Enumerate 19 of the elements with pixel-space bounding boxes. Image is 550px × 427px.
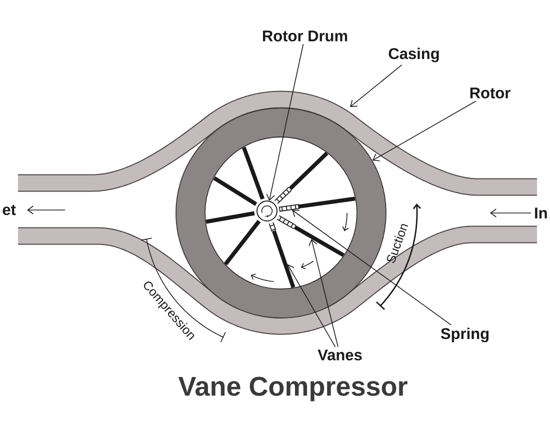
flow-label: In <box>535 208 547 218</box>
flow-label: et <box>2 204 16 216</box>
part-label: Rotor Drum <box>262 30 348 42</box>
rotor-hub <box>256 200 278 222</box>
leader-line <box>308 238 338 348</box>
leader-line <box>372 100 476 162</box>
part-label: Rotor <box>470 88 510 98</box>
zone-label: Suction <box>386 224 408 263</box>
title: Vane Compressor <box>178 376 408 402</box>
vane <box>276 215 345 257</box>
leader-line <box>286 264 336 348</box>
leader-line <box>292 210 452 326</box>
part-label: Vanes <box>318 350 362 360</box>
leader-line <box>266 44 304 201</box>
part-label: Casing <box>388 48 439 62</box>
spring <box>278 204 300 212</box>
vane <box>268 222 296 288</box>
part-label: Spring <box>440 328 489 342</box>
leader-line <box>350 64 402 107</box>
